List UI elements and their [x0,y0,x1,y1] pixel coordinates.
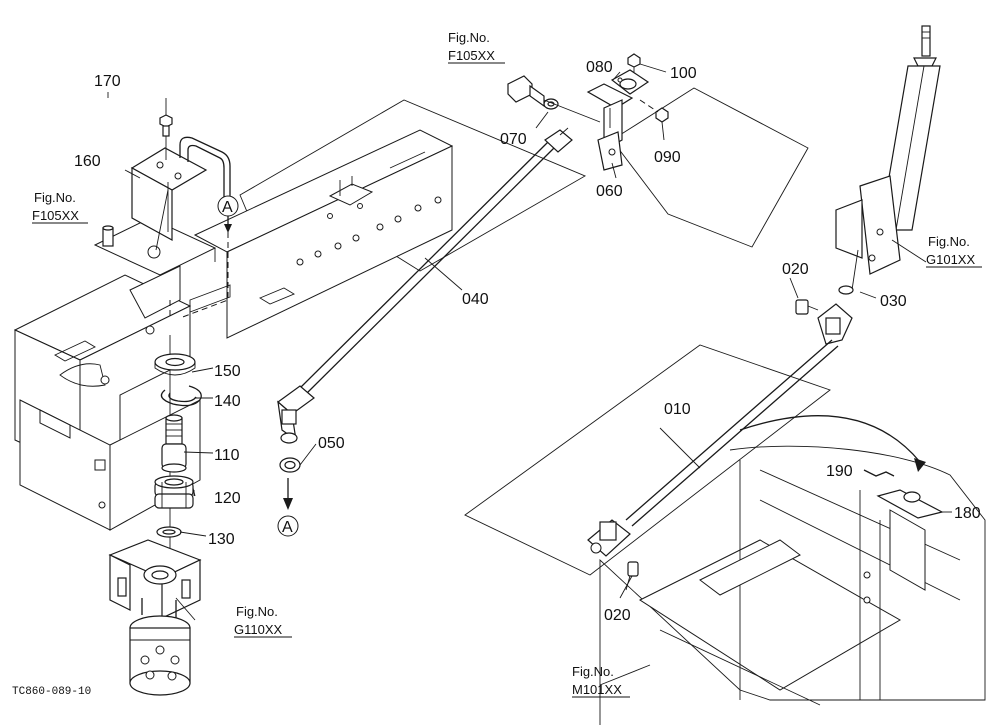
part-120-bearings [154,475,194,509]
callout-020-upper: 020 [782,261,809,278]
part-180-plate [876,489,944,519]
part-090-nut [639,99,669,123]
callout-020-lower: 020 [604,607,631,624]
callout-170: 170 [94,73,121,90]
marker-a-top: A [217,195,239,233]
part-190-clip [863,469,895,477]
callout-080: 080 [586,59,613,76]
callout-090: 090 [654,149,681,166]
arrow-to-a [277,478,299,537]
fig-label-m101: Fig.No. [572,664,614,679]
callout-010: 010 [664,401,691,418]
callout-100: 100 [670,65,697,82]
marker-a-bottom: A [282,519,293,536]
steering-valve-assembly [108,539,202,696]
part-160-bracket [130,136,231,251]
part-150-washer [154,353,196,376]
callout-190: 190 [826,463,853,480]
fig-ref-m101: M101XX [572,682,622,697]
fig-ref-f105-left: F105XX [32,208,79,223]
reference-plane-lower-right [464,344,831,576]
callout-060: 060 [596,183,623,200]
svg-text:A: A [222,199,233,216]
fig-ref-g101: G101XX [926,252,975,267]
callout-130: 130 [208,531,235,548]
part-140-snap-ring [160,385,202,407]
callout-150: 150 [214,363,241,380]
assembly-path-dashed [179,232,229,319]
part-130-ring [156,526,182,538]
bolt-f105-top [507,75,601,123]
part-080-bearing-flange [610,69,650,95]
part-050-u-joint-lower [277,385,315,473]
part-010-shaft [587,303,853,557]
callout-140: 140 [214,393,241,410]
frame-assembly-left [13,129,454,531]
part-020-bolt-upper [795,299,819,315]
callout-160: 160 [74,153,101,170]
callout-180: 180 [954,505,981,522]
cab-floor-detail [599,415,986,725]
callout-050: 050 [318,435,345,452]
fig-ref-f105-top: F105XX [448,48,495,63]
fig-label-g110: Fig.No. [236,604,278,619]
part-110-shaft [161,414,187,473]
part-060-bracket [586,83,634,171]
callout-070: 070 [500,131,527,148]
fig-ref-g110: G110XX [234,622,283,637]
reference-plane-upper-right [611,87,809,248]
leader-lines [107,63,952,686]
fig-label-top: Fig.No. [448,30,490,45]
callout-110: 110 [214,447,240,464]
callout-120: 120 [214,490,241,507]
callout-030: 030 [880,293,907,310]
callout-040: 040 [462,291,489,308]
part-040-shaft [299,127,573,395]
drawing-code: TC860-089-10 [12,686,91,698]
part-170-bolt [159,98,173,160]
fig-label-g101: Fig.No. [928,234,970,249]
steering-column-right [835,25,941,295]
part-100-bolt [627,53,641,72]
fig-label-left: Fig.No. [34,190,76,205]
